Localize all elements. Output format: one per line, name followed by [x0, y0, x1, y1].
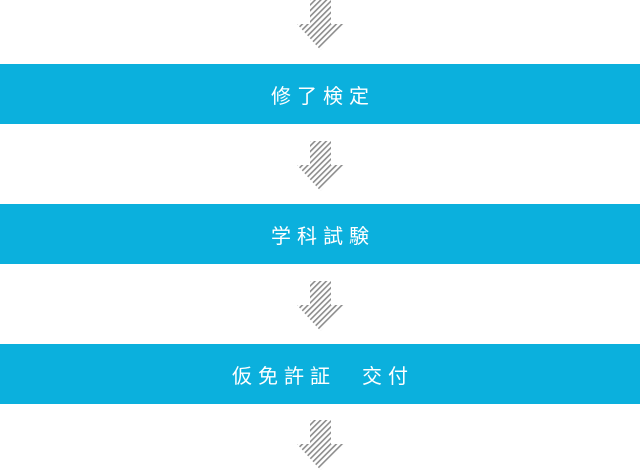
flow-step-label: 学科試験 — [271, 223, 375, 248]
striped-down-arrow-icon — [297, 141, 344, 191]
striped-down-arrow-icon — [297, 420, 344, 470]
flow-step-final-exam: 修了検定 — [0, 64, 640, 124]
flow-step-label: 仮免許証 交付 — [232, 363, 414, 388]
flow-step-provisional-license: 仮免許証 交付 — [0, 344, 640, 404]
flow-step-written-test: 学科試験 — [0, 204, 640, 264]
flow-step-label: 修了検定 — [271, 83, 375, 108]
striped-down-arrow-icon — [297, 281, 344, 331]
striped-down-arrow-icon — [297, 0, 344, 50]
